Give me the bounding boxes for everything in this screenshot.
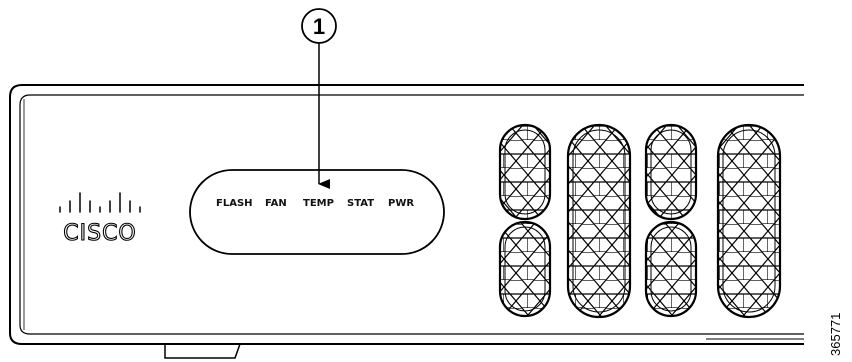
figure-id: 365771 <box>828 313 843 356</box>
led-label-pwr: PWR <box>388 198 414 209</box>
led-label-stat: STAT <box>347 198 374 209</box>
chassis-foot <box>164 343 241 359</box>
callout-1: 1 <box>301 8 337 189</box>
led-label-flash: FLASH <box>216 198 253 209</box>
vent-grill-left-bottom <box>498 220 552 318</box>
vent-grill-right-bottom <box>644 220 698 318</box>
vent-grill-right-top <box>644 123 698 221</box>
cisco-wordmark: CISCO <box>63 221 137 246</box>
cisco-logo: CISCO <box>59 192 141 247</box>
vent-grill-center-tall <box>566 123 632 319</box>
led-window: FLASH FAN TEMP STAT PWR <box>189 169 445 255</box>
callout-number: 1 <box>313 14 325 39</box>
ventilation-grills <box>498 123 782 319</box>
vent-grill-far-right-tall <box>716 123 782 319</box>
vent-grill-left-top <box>498 123 552 221</box>
led-label-fan: FAN <box>265 198 287 209</box>
chassis <box>9 84 804 345</box>
led-label-temp: TEMP <box>303 198 334 209</box>
cisco-logo-bars-icon <box>59 192 141 213</box>
